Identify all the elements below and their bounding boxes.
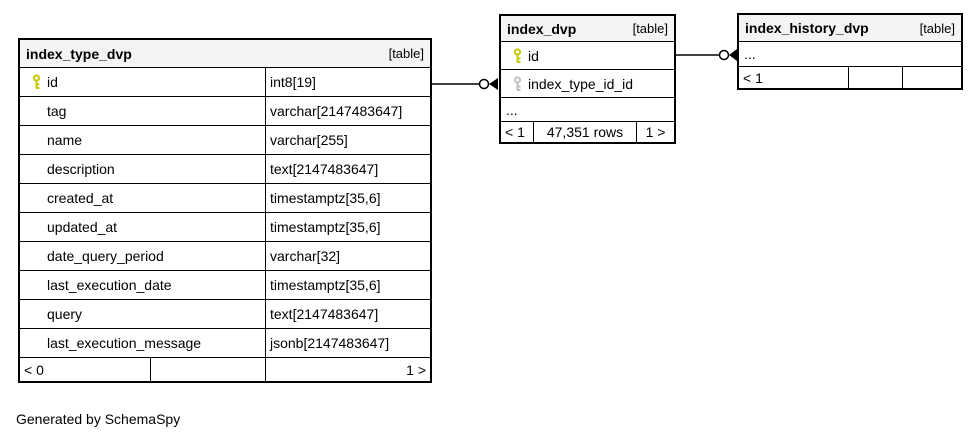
column-type: text[2147483647] [265,300,430,328]
children-count: < 1 [743,69,763,86]
table-index_dvp: index_dvp [table] id index_type_id_id ..… [499,14,676,144]
table-badge: [table] [388,46,424,61]
table-name: index_type_dvp [26,45,132,62]
foreign-key-icon [506,75,528,92]
primary-key-icon [506,47,528,64]
table-badge: [table] [919,20,955,36]
parents-count: 1 > [265,358,430,381]
column-row: id int8[19] [20,68,430,97]
ellipsis-label: ... [506,101,518,118]
column-name: id [528,47,539,64]
column-type: varchar[2147483647] [265,97,430,125]
parents-count [902,67,961,88]
column-type: timestamptz[35,6] [265,271,430,299]
column-name: query [47,306,83,322]
table-index_type_dvp: index_type_dvp [table] id int8[19] tag v… [18,38,432,383]
crows-foot-icon [489,78,498,90]
table-header[interactable]: index_type_dvp [table] [20,40,430,68]
column-row: description text[2147483647] [20,155,430,184]
column-name: name [47,132,83,148]
column-row: tag varchar[2147483647] [20,97,430,126]
column-type: timestamptz[35,6] [265,184,430,212]
ellipsis-label: ... [744,46,756,62]
column-type: int8[19] [265,68,430,96]
column-type: varchar[255] [265,126,430,154]
table-footer: < 1 [739,67,961,88]
table-footer: < 1 47,351 rows 1 > [501,122,674,142]
relationship-index_dvp-index_history_dvp [676,49,737,61]
column-row: created_at timestamptz[35,6] [20,184,430,213]
table-footer: < 0 1 > [20,358,430,381]
primary-key-icon [25,74,47,90]
column-name: tag [47,103,67,119]
children-count: < 1 [505,124,525,140]
rows-count: 47,351 rows [533,122,636,142]
rows-count [848,67,902,88]
rows-count [150,358,265,381]
column-type: timestamptz[35,6] [265,213,430,241]
column-name: last_execution_date [47,277,172,293]
column-row: query text[2147483647] [20,300,430,329]
column-row: index_type_id_id [501,70,674,98]
column-name: updated_at [47,219,118,235]
table-name: index_history_dvp [745,20,869,36]
children-count: < 0 [24,361,44,378]
generator-caption: Generated by SchemaSpy [16,411,181,427]
crows-foot-icon [729,49,737,61]
column-type: text[2147483647] [265,155,430,183]
column-type: varchar[32] [265,242,430,270]
table-header[interactable]: index_dvp [table] [501,16,674,42]
column-name: description [47,161,115,177]
column-type: jsonb[2147483647] [265,329,430,357]
table-name: index_dvp [507,20,577,37]
column-row: date_query_period varchar[32] [20,242,430,271]
columns-ellipsis-row: ... [501,98,674,122]
column-row: last_execution_date timestamptz[35,6] [20,271,430,300]
column-row: updated_at timestamptz[35,6] [20,213,430,242]
columns-ellipsis-row: ... [739,42,961,67]
column-row: name varchar[255] [20,126,430,155]
column-name: index_type_id_id [528,75,634,92]
table-header[interactable]: index_history_dvp [table] [739,15,961,42]
column-row: last_execution_message jsonb[2147483647] [20,329,430,358]
column-row: id [501,42,674,70]
zero-cardinality-circle-icon [478,78,490,90]
zero-cardinality-circle-icon [718,49,730,61]
table-badge: [table] [632,21,668,36]
parents-count: 1 > [636,122,674,142]
column-name: created_at [47,190,114,206]
column-name: date_query_period [47,248,164,264]
column-name: last_execution_message [47,335,202,351]
table-index_history_dvp: index_history_dvp [table] ... < 1 [737,13,963,90]
relationship-index_type_dvp-index_dvp [432,78,498,90]
column-name: id [47,74,58,90]
